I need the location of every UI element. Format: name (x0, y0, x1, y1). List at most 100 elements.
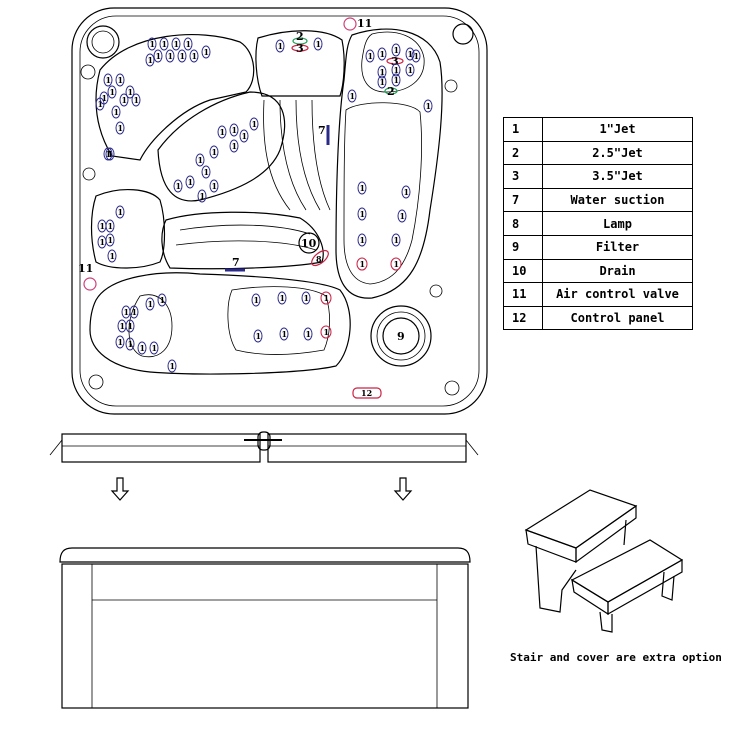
jet-1-inch-label: 1 (100, 221, 106, 231)
jet-1-inch-label: 1 (134, 95, 140, 105)
jet-1-inch-label: 1 (188, 177, 194, 187)
jet-1-inch-label: 1 (252, 119, 258, 129)
jet-1-inch (357, 181, 367, 195)
jet-1-inch-label: 1 (394, 259, 400, 269)
jet-1-inch-label: 1 (110, 87, 116, 97)
legend-description: Lamp (542, 211, 693, 236)
jet-1-inch-label: 1 (380, 67, 386, 77)
jet-1-inch (209, 179, 219, 193)
filter-mid (376, 311, 426, 361)
corner-cup-holder (444, 380, 460, 396)
jet-1-inch (147, 37, 157, 51)
jet-1-inch-label: 1 (400, 211, 406, 221)
corner-cup-holder (82, 167, 96, 181)
jet-1-inch (209, 145, 219, 159)
jet-1-inch-label: 1 (220, 127, 226, 137)
stair-illustration (524, 489, 684, 633)
jet-1-inch (105, 147, 115, 161)
jet-1-inch (171, 37, 181, 51)
arrow-down-icon (110, 477, 130, 501)
stair-low-step-side (607, 558, 683, 616)
footwell-ridge (263, 99, 291, 211)
spa-inner-shell (79, 15, 480, 407)
jet-1-inch-label: 1 (306, 329, 312, 339)
jet-1-inch-label: 1 (204, 47, 210, 57)
jet-1-inch (390, 257, 402, 271)
jet-1-inch-label: 1 (108, 221, 114, 231)
cover-top-view (49, 431, 479, 463)
jet-1-inch (377, 65, 387, 79)
jet-1-inch-label: 1 (394, 65, 400, 75)
jet-1-inch (356, 257, 368, 271)
jet-1-inch-label: 1 (324, 293, 330, 303)
jet-1-inch-label: 1 (408, 49, 414, 59)
legend-description: Water suction (542, 187, 693, 213)
jet-1-inch (229, 139, 239, 153)
jet-1-inch-label: 1 (102, 93, 108, 103)
jet-1-inch (115, 205, 125, 219)
jet-1-inch (423, 99, 433, 113)
jet-1-inch (365, 49, 375, 63)
lounge-seat-right (335, 28, 443, 299)
jet-1-inch-label: 1 (98, 99, 104, 109)
jet-1-inch (201, 45, 211, 59)
jet-1-inch (105, 233, 115, 247)
jet-1-inch (157, 293, 167, 307)
jet-1-inch (115, 73, 125, 87)
jet-1-inch (313, 37, 323, 51)
jet-1-inch (301, 291, 311, 305)
jet-1-inch-label: 1 (108, 235, 114, 245)
jet-1-inch-label: 1 (324, 327, 330, 337)
jet-1-inch-label: 1 (128, 87, 134, 97)
legend-number: 3 (503, 164, 543, 189)
jet-1-inch-label: 1 (186, 39, 192, 49)
jet-1-inch-label: 1 (280, 293, 286, 303)
jet-1-inch-label: 1 (360, 259, 366, 269)
jet-1-inch (377, 75, 387, 89)
lounge-bottom-head (128, 294, 173, 358)
jet-1-inch (391, 233, 401, 247)
jet-1-inch-label: 1 (232, 125, 238, 135)
jet-1-inch-label: 1 (156, 51, 162, 61)
legend-number: 12 (503, 305, 543, 331)
jet-1-inch (145, 53, 155, 67)
legend-description: Air control valve (542, 282, 693, 307)
jet-1-inch (129, 305, 139, 319)
air-control-valve (83, 277, 97, 291)
seat-left (90, 189, 166, 269)
jet-1-inch (115, 335, 125, 349)
jet-1-inch (251, 293, 261, 307)
jet-1-inch-label: 1 (118, 123, 124, 133)
stair-top-step (524, 489, 638, 549)
jet-1-inch (249, 117, 259, 131)
legend-number: 8 (503, 211, 543, 236)
jet-1-inch (201, 165, 211, 179)
jet-1-inch-label: 1 (140, 343, 146, 353)
spa-side-view (59, 547, 471, 709)
control-panel-label: 12 (361, 388, 372, 398)
cover-hinge-line (49, 439, 63, 456)
jet-1-inch (189, 49, 199, 63)
filter-label: 9 (397, 330, 405, 343)
jet-1-inch (217, 125, 227, 139)
air-valve-label: 11 (357, 17, 372, 30)
legend-number: 9 (503, 234, 543, 260)
lounge-seat-bottom (89, 272, 351, 375)
jet-1-inch (125, 337, 135, 351)
suction-label: 7 (232, 256, 240, 269)
jet-1-inch-label: 1 (176, 181, 182, 191)
air-control-valve (343, 17, 357, 31)
jet-1-inch (320, 325, 332, 339)
jet-1-inch (107, 249, 117, 263)
side-view-cabinet (61, 563, 469, 709)
jet-1-inch-label: 1 (168, 51, 174, 61)
jet-1-inch (391, 73, 401, 87)
suction-label: 7 (318, 124, 326, 137)
legend-description: 1"Jet (542, 117, 693, 142)
